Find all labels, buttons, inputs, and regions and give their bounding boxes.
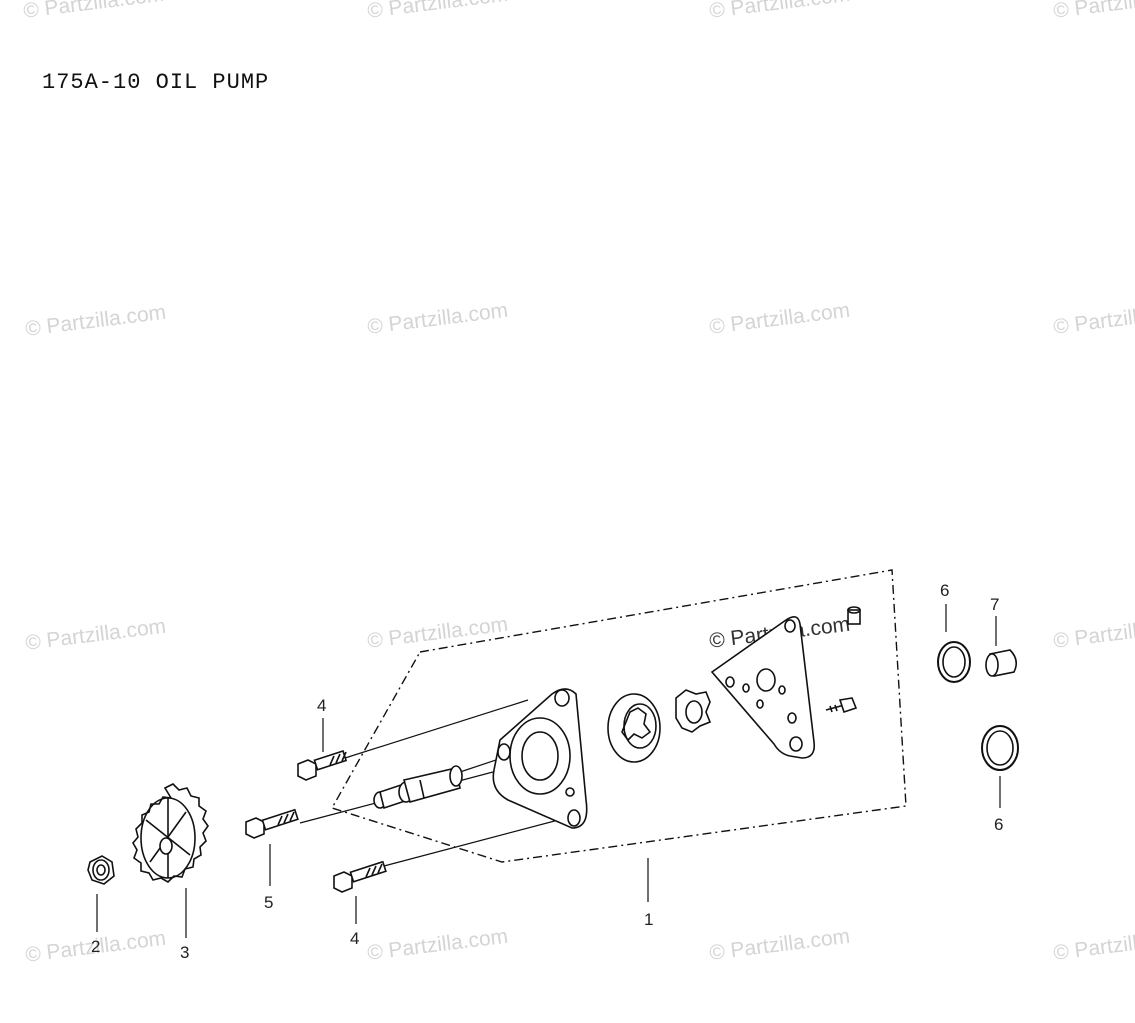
callout-4: 4 xyxy=(317,696,326,715)
flange-nut-icon xyxy=(87,855,115,885)
bolt-icon xyxy=(297,749,348,781)
callout-6: 6 xyxy=(994,815,1003,834)
screw-icon xyxy=(825,697,858,714)
dowel-pin-icon xyxy=(847,606,861,625)
bolt-icon xyxy=(333,860,387,893)
callout-7: 7 xyxy=(990,595,999,614)
page-title: 175A-10 OIL PUMP xyxy=(42,70,270,95)
bolt-icon xyxy=(245,808,299,839)
callout-4: 4 xyxy=(350,929,359,948)
callout-1: 1 xyxy=(644,910,653,929)
callout-5: 5 xyxy=(264,893,273,912)
callout-3: 3 xyxy=(180,943,189,962)
assembly-outline xyxy=(330,569,907,863)
pump-body-icon xyxy=(492,688,588,829)
bolt-leader-line xyxy=(344,699,529,759)
callout-2: 2 xyxy=(91,937,100,956)
sprocket-icon xyxy=(132,783,209,883)
pump-cover-icon xyxy=(710,616,816,759)
inner-rotor-icon xyxy=(675,689,712,733)
pump-shaft-icon xyxy=(373,765,463,810)
outer-rotor-icon xyxy=(607,693,661,763)
callout-6: 6 xyxy=(940,581,949,600)
bolt-leader-line xyxy=(383,817,567,867)
o-ring-icon xyxy=(937,641,971,683)
knock-pin-icon xyxy=(985,649,1018,677)
o-ring-icon xyxy=(981,725,1019,771)
